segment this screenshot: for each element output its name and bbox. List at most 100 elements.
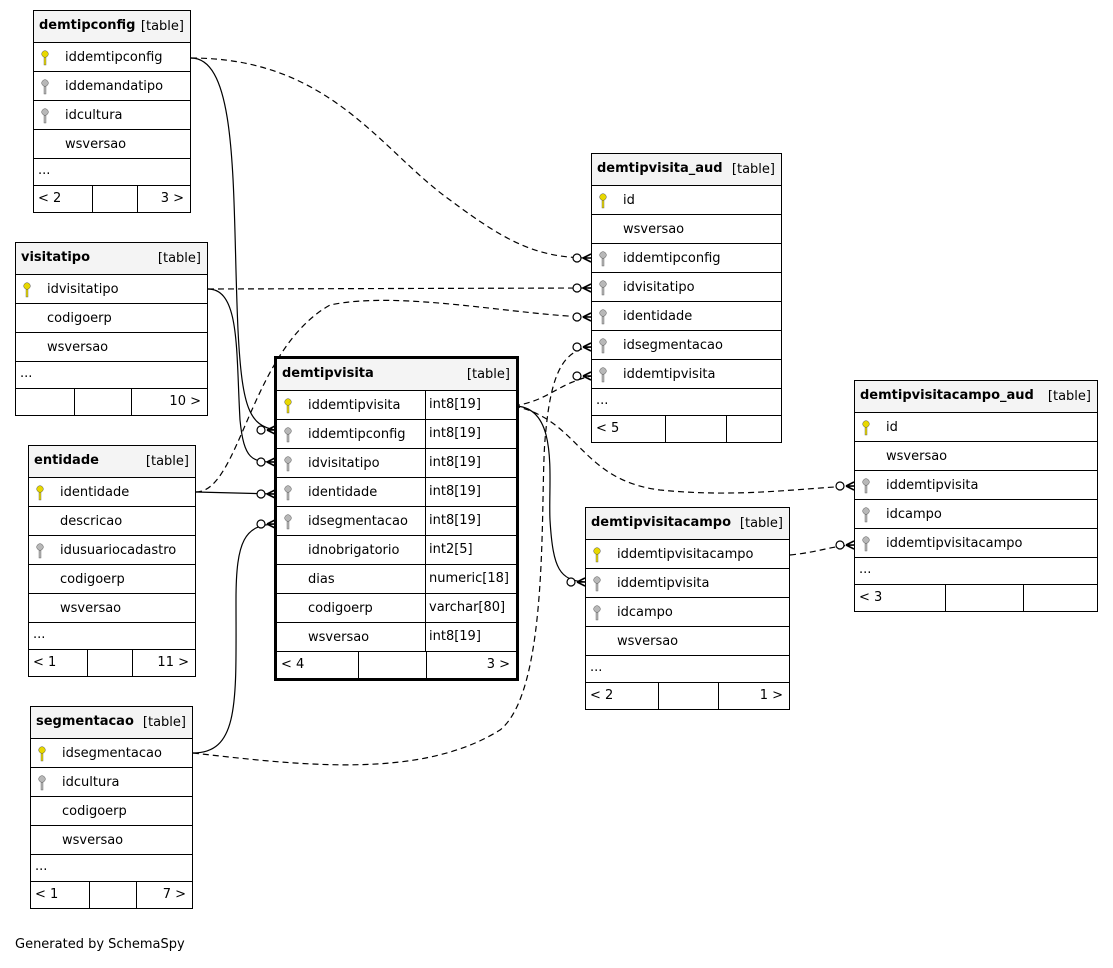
column-row[interactable]: idsegmentacao [31, 739, 192, 768]
column-row[interactable]: iddemtipvisitacampo [586, 540, 789, 569]
table-name: entidade [34, 453, 99, 468]
column-row[interactable]: idcampo [855, 500, 1097, 529]
column-row[interactable]: iddemandatipo [34, 72, 190, 101]
children-count-link[interactable]: 10 > [132, 389, 207, 415]
column-row[interactable]: iddemtipvisita [855, 471, 1097, 500]
children-count-link[interactable]: 11 > [133, 650, 195, 676]
column-row[interactable]: wsversao [586, 627, 789, 656]
column-row[interactable]: iddemtipvisitacampo [855, 529, 1097, 558]
more-columns-indicator: ... [29, 623, 195, 650]
column-row[interactable]: idcampo [586, 598, 789, 627]
column-row[interactable]: iddemtipvisita [586, 569, 789, 598]
primary-key-icon [36, 485, 44, 501]
table-header[interactable]: demtipconfig[table] [34, 11, 190, 43]
column-row[interactable]: idsegmentacao [592, 331, 781, 360]
parents-count: < 2 [38, 191, 62, 206]
more-columns-indicator: ... [31, 855, 192, 882]
parents-count-link[interactable]: < 1 [31, 882, 89, 908]
children-count-link[interactable]: 1 > [719, 683, 789, 709]
column-row[interactable]: wsversao [31, 826, 192, 855]
children-count-link[interactable] [727, 416, 781, 442]
table-demtipvisita-aud[interactable]: demtipvisita_aud [table] id wsversao iddemti… [591, 153, 782, 443]
column-row[interactable]: idvisitatipo [592, 273, 781, 302]
table-header[interactable]: demtipvisita_aud [table] [592, 154, 781, 186]
table-name: demtipvisitacampo_aud [860, 388, 1034, 403]
column-row[interactable]: id [855, 413, 1097, 442]
column-name: idvisitatipo [308, 456, 380, 471]
children-count-link[interactable] [1024, 585, 1097, 611]
more-columns-indicator: ... [34, 159, 190, 186]
column-row[interactable]: codigoerp [31, 797, 192, 826]
foreign-key-icon [599, 280, 607, 296]
column-name: id [886, 420, 898, 435]
column-row[interactable]: wsversao [855, 442, 1097, 471]
table-header[interactable]: segmentacao[table] [31, 707, 192, 739]
footer-middle-cell [89, 882, 137, 908]
column-row[interactable]: idusuariocadastro [29, 536, 195, 565]
column-row[interactable]: iddemtipvisita [592, 360, 781, 389]
edge-end-idvisitatipo [256, 457, 276, 467]
table-demtipvisitacampo[interactable]: demtipvisitacampo[table]iddemtipvisitaca… [585, 507, 790, 710]
table-header[interactable]: visitatipo[table] [16, 243, 207, 275]
parents-count-link[interactable]: < 2 [586, 683, 658, 709]
column-row[interactable]: wsversao [34, 130, 190, 159]
column-row[interactable]: id [592, 186, 781, 215]
table-header[interactable]: demtipvisitacampo_aud[table] [855, 381, 1097, 413]
column-row[interactable]: codigoerp [16, 304, 207, 333]
parents-count-link[interactable]: < 3 [855, 585, 945, 611]
column-row[interactable]: descricao [29, 507, 195, 536]
column-row[interactable]: iddemtipconfig [592, 244, 781, 273]
parents-count-link[interactable]: < 5 [592, 416, 665, 442]
foreign-key-icon [599, 338, 607, 354]
table-name: demtipvisita_aud [597, 161, 723, 176]
column-row[interactable]: idvisitatipo [16, 275, 207, 304]
column-row[interactable]: idcultura [31, 768, 192, 797]
column-row[interactable]: wsversao [29, 594, 195, 623]
column-name: identidade [623, 309, 693, 324]
column-name: wsversao [623, 222, 685, 237]
edge-end-iddemtipconfig [256, 425, 276, 435]
foreign-key-icon [593, 605, 601, 621]
column-row[interactable]: idcultura [34, 101, 190, 130]
children-count-link[interactable]: 7 > [137, 882, 192, 908]
column-row[interactable]: identidade [29, 478, 195, 507]
parents-count-link[interactable]: < 4 [277, 652, 358, 678]
children-count-link[interactable]: 3 > [138, 186, 190, 212]
foreign-key-icon [593, 576, 601, 592]
edge-demtipvisita-aud [513, 375, 592, 407]
column-name: wsversao [47, 340, 109, 355]
column-type: int8[19] [425, 420, 516, 448]
column-row[interactable]: wsversao [592, 215, 781, 244]
parents-count-link[interactable] [16, 389, 74, 415]
parents-count-link[interactable]: < 2 [34, 186, 92, 212]
table-header[interactable]: demtipvisita[table] [277, 359, 516, 391]
table-header[interactable]: demtipvisitacampo[table] [586, 508, 789, 540]
children-count-link[interactable]: 3 > [427, 652, 516, 678]
column-row[interactable]: wsversao [16, 333, 207, 362]
column-row[interactable]: codigoerp [29, 565, 195, 594]
table-footer: 10 > [16, 389, 207, 415]
children-count: 3 > [486, 657, 510, 672]
table-type-label: [table] [731, 162, 775, 177]
more-columns-indicator: ... [592, 389, 781, 416]
column-row[interactable]: iddemtipconfig [34, 43, 190, 72]
parents-count-link[interactable]: < 1 [29, 650, 87, 676]
table-header[interactable]: entidade[table] [29, 446, 195, 478]
column-row[interactable]: identidade [592, 302, 781, 331]
